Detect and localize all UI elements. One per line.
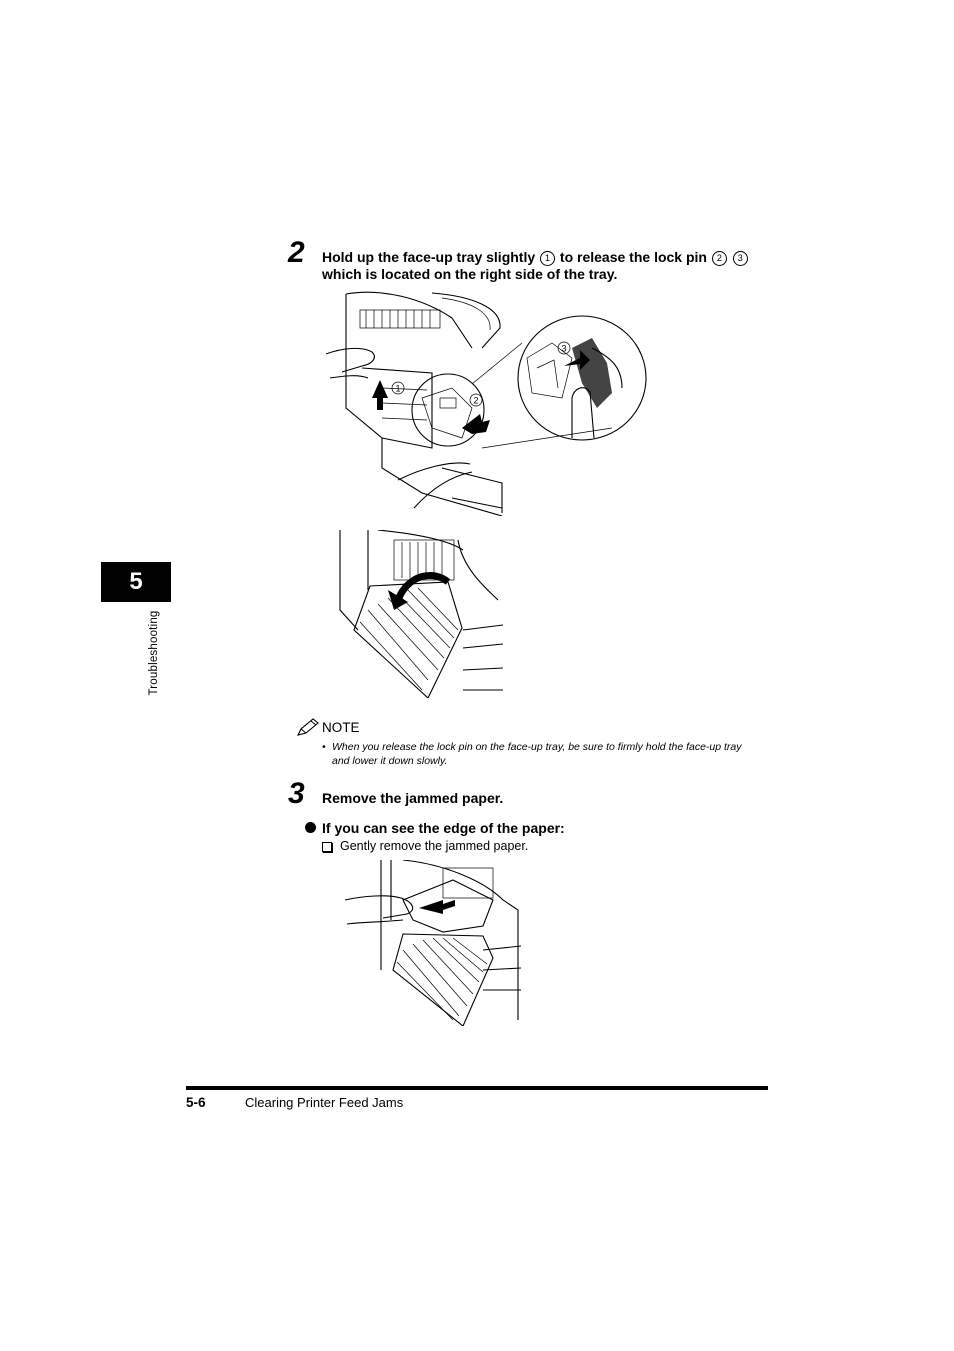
check-item: Gently remove the jammed paper. [340,839,529,853]
page-number: 5-6 [186,1095,206,1110]
step-3-number: 3 [288,777,305,810]
checkbox-icon [322,842,332,852]
step-2-text-part2: to release the lock pin [559,249,707,265]
step-3-text: Remove the jammed paper. [322,790,504,806]
note-bullet: • [322,741,326,753]
figure-callout-2: 2 [473,396,478,406]
step-2-text-part1: Hold up the face-up tray slightly [322,249,536,265]
note-line-2: and lower it down slowly. [332,754,448,767]
callout-2-inline: 2 [711,251,727,266]
callout-3-inline: 3 [732,251,748,266]
step-3-subheading: If you can see the edge of the paper: [322,820,565,836]
figure-callout-3: 3 [561,344,566,354]
bullet-dot [305,822,316,833]
note-line-1: When you release the lock pin on the fac… [332,741,742,753]
chapter-tab: 5 [101,562,171,602]
figure-lift-tray-illustration: 1 2 3 [325,291,647,516]
chapter-number: 5 [129,568,143,595]
figure-tray-lowered-illustration [339,530,503,698]
chapter-label: Troubleshooting [148,610,160,696]
note-label: NOTE [322,720,360,735]
footer-rule [186,1086,768,1090]
footer-section-title: Clearing Printer Feed Jams [245,1095,404,1110]
figure-callout-1: 1 [395,384,400,394]
figure-remove-paper-illustration [344,860,521,1026]
note-text: When you release the lock pin on the fac… [332,741,772,768]
callout-1-inline: 1 [540,251,556,266]
step-2-text-line2: which is located on the right side of th… [322,266,618,282]
step-2-number: 2 [288,236,305,269]
pencil-icon [296,718,319,736]
step-2-text: Hold up the face-up tray slightly 1 to r… [322,249,772,283]
